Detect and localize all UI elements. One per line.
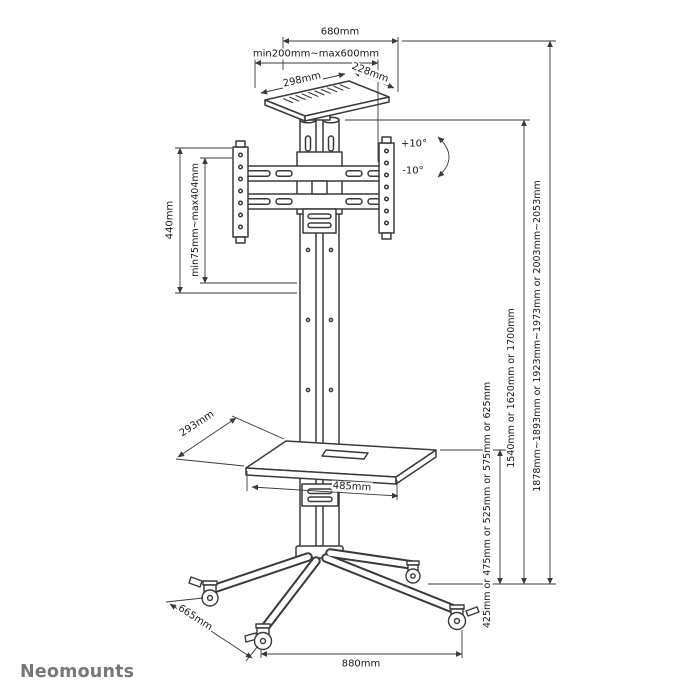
tilt-block xyxy=(311,180,328,195)
dim-top-width: 680mm xyxy=(319,26,361,38)
dim-vesa-height-range: min75mm~max404mm xyxy=(189,162,202,278)
dim-column-height-options: 1540mm or 1620mm or 1700mm xyxy=(505,307,518,469)
dim-total-height-options: 1878mm~1893mm or 1923mm~1973mm or 2003mm… xyxy=(531,179,544,493)
dim-shelf-height-options: 425mm or 475mm or 525mm or 575mm or 625m… xyxy=(481,380,494,630)
label-tilt-down: -10° xyxy=(401,165,425,177)
label-tilt-up: +10° xyxy=(399,138,429,150)
tilt-arc xyxy=(437,136,450,178)
dim-vesa-width-range: min200mm~max600mm xyxy=(251,48,381,60)
caster-brake-lever xyxy=(188,576,203,588)
brand-logo: Neomounts xyxy=(20,662,135,682)
casters xyxy=(188,560,480,651)
dim-bracket-height: 440mm xyxy=(164,199,176,241)
dim-mid-shelf-width: 485mm xyxy=(331,480,373,494)
bracket-adapter xyxy=(302,208,337,234)
caster-brake-lever xyxy=(465,606,480,617)
dim-base-width: 880mm xyxy=(340,658,382,670)
